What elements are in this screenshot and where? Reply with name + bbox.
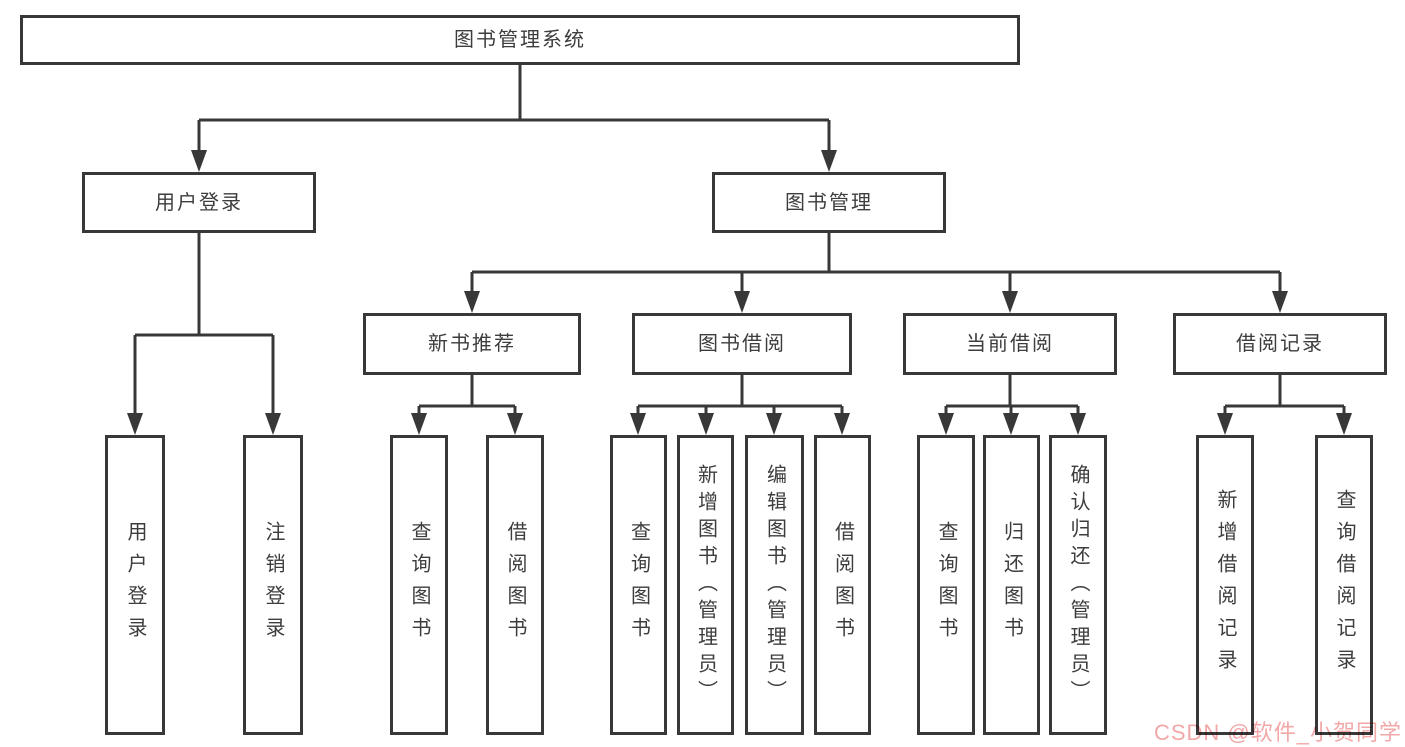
arrow-down-icon	[766, 413, 782, 435]
node-label: 图书管理	[785, 191, 873, 214]
leaf-logout: 注销登录	[243, 435, 303, 735]
tree-edges	[133, 65, 1346, 427]
node-label: 新增图书（管理员）	[694, 463, 717, 707]
arrow-down-icon	[821, 150, 837, 172]
node-label: 查询图书	[627, 521, 650, 649]
node-label: 借阅记录	[1236, 333, 1324, 355]
arrow-down-icon	[127, 413, 143, 435]
node-new-book-recommend: 新书推荐	[363, 313, 581, 375]
node-label: 新增借阅记录	[1214, 489, 1236, 681]
node-label: 归还图书	[1000, 521, 1023, 649]
leaf-add-books-admin: 新增图书（管理员）	[677, 435, 734, 735]
node-label: 图书管理系统	[454, 29, 586, 51]
node-user-login-branch: 用户登录	[82, 172, 316, 233]
node-label: 查询借阅记录	[1333, 489, 1355, 681]
leaf-query-borrow-record: 查询借阅记录	[1315, 435, 1373, 735]
leaf-add-borrow-record: 新增借阅记录	[1196, 435, 1254, 735]
leaf-query-books-recommend: 查询图书	[390, 435, 448, 735]
arrow-down-icon	[1070, 413, 1086, 435]
node-book-management-branch: 图书管理	[712, 172, 946, 233]
csdn-watermark: CSDN @软件_小贺同学	[1153, 720, 1402, 745]
arrow-down-icon	[464, 291, 480, 313]
node-book-borrow: 图书借阅	[632, 313, 852, 375]
arrow-down-icon	[507, 413, 523, 435]
node-label: 图书借阅	[698, 333, 786, 355]
node-label: 编辑图书（管理员）	[763, 463, 786, 707]
arrow-down-icon	[265, 413, 281, 435]
arrow-down-icon	[411, 413, 427, 435]
arrow-down-icon	[734, 291, 750, 313]
node-label: 借阅图书	[831, 521, 854, 649]
arrow-down-icon	[1003, 413, 1019, 435]
arrow-down-icon	[834, 413, 850, 435]
leaf-borrow-books: 借阅图书	[814, 435, 871, 735]
node-current-borrow: 当前借阅	[903, 313, 1117, 375]
leaf-borrow-books-recommend: 借阅图书	[486, 435, 544, 735]
arrow-down-icon	[698, 413, 714, 435]
node-label: 查询图书	[935, 521, 957, 649]
node-label: 用户登录	[124, 521, 146, 649]
leaf-confirm-return-admin: 确认归还（管理员）	[1049, 435, 1107, 735]
leaf-return-books: 归还图书	[983, 435, 1040, 735]
arrow-down-icon	[938, 413, 954, 435]
node-borrow-records: 借阅记录	[1173, 313, 1387, 375]
arrow-down-icon	[1272, 291, 1288, 313]
leaf-query-books-borrow: 查询图书	[610, 435, 667, 735]
node-label: 新书推荐	[428, 333, 516, 355]
node-label: 借阅图书	[504, 521, 526, 649]
leaf-query-books-current: 查询图书	[917, 435, 975, 735]
leaf-user-login: 用户登录	[105, 435, 165, 735]
arrow-down-icon	[1002, 291, 1018, 313]
node-label: 查询图书	[408, 521, 430, 649]
node-root-library-system: 图书管理系统	[20, 15, 1020, 65]
node-label: 用户登录	[155, 191, 243, 214]
arrow-down-icon	[1336, 413, 1352, 435]
leaf-edit-books-admin: 编辑图书（管理员）	[745, 435, 804, 735]
arrow-down-icon	[630, 413, 646, 435]
arrow-down-icon	[1217, 413, 1233, 435]
arrowheads	[127, 150, 1352, 435]
node-label: 注销登录	[262, 521, 284, 649]
node-label: 确认归还（管理员）	[1067, 463, 1089, 707]
node-label: 当前借阅	[966, 333, 1054, 355]
arrow-down-icon	[191, 150, 207, 172]
